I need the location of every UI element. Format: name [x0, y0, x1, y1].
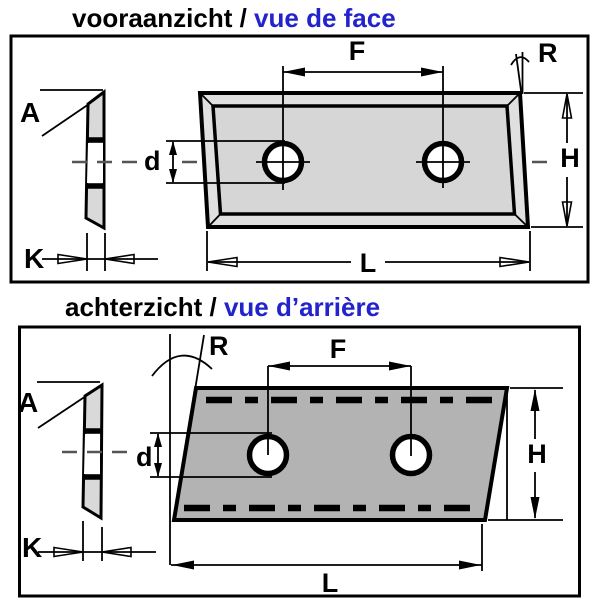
dim-H-back-arrow-top [530, 389, 540, 411]
insert-back-outline [171, 386, 510, 522]
side-profile-back-window [84, 434, 100, 474]
label-L-back: L [322, 568, 339, 598]
label-F-front: F [349, 36, 366, 66]
label-K-back: K [22, 532, 42, 563]
angle-R-edge-extension [515, 53, 523, 95]
label-R-back: R [209, 331, 229, 361]
front-view-title: vooraanzicht / vue de face [72, 3, 396, 33]
angle-R-arc [510, 56, 530, 66]
dim-L-arrow-right [499, 256, 530, 268]
label-A-back: A [18, 387, 38, 418]
dim-F-arrow-left [283, 67, 305, 77]
dim-L-arrow-left [207, 256, 238, 268]
dim-d-arrow-up [169, 141, 177, 155]
label-A-front: A [20, 97, 40, 128]
front-title-french: vue de face [254, 3, 396, 33]
label-H-back: H [527, 439, 547, 469]
callout-A-leader-line [41, 103, 90, 137]
bevel-miter-tl [199, 92, 214, 107]
label-F-back: F [330, 334, 347, 364]
dim-d-arrow-down [169, 169, 177, 183]
dim-K-back-arrow-left [53, 546, 84, 558]
callout-A-back-leader-line [37, 395, 87, 429]
insert-front-face [211, 104, 517, 216]
dim-H-back-arrow-bottom [530, 497, 540, 519]
label-L-front: L [360, 248, 377, 278]
dim-L-back-arrow-right [459, 560, 481, 570]
dim-K-back-arrow-right [101, 546, 132, 558]
dim-d-back-arrow-down [154, 463, 162, 477]
front-title-dutch: vooraanzicht / [72, 3, 254, 33]
label-d-back: d [136, 442, 153, 472]
dim-L-back-arrow-left [172, 560, 194, 570]
label-K-front: K [24, 243, 44, 274]
label-R-front: R [538, 38, 558, 68]
bevel-miter-bl [207, 213, 222, 228]
bevel-miter-br [513, 213, 529, 228]
dim-H-arrow-bottom [561, 201, 573, 227]
dim-H-arrow-top [561, 93, 573, 119]
back-view-group: A K R F d [18, 331, 563, 598]
dim-K-arrow-left [57, 253, 88, 265]
bevel-miter-tr [506, 92, 521, 107]
back-view-title: achterzicht / vue d’arrière [65, 292, 380, 322]
label-H-front: H [560, 143, 580, 173]
front-view-group: A K F R [20, 36, 583, 278]
side-profile-front-window [87, 143, 103, 183]
angle-R-back-edge-extension [194, 334, 205, 391]
dim-K-arrow-right [104, 253, 135, 265]
label-d-front: d [144, 146, 161, 176]
back-title-dutch: achterzicht / [65, 292, 224, 322]
dim-d-back-arrow-up [154, 433, 162, 447]
angle-R-back-arc [151, 354, 213, 377]
dim-F-back-arrow-left [268, 361, 290, 371]
dim-F-arrow-right [421, 67, 443, 77]
back-title-french: vue d’arrière [224, 292, 380, 322]
dim-F-back-arrow-right [389, 361, 411, 371]
